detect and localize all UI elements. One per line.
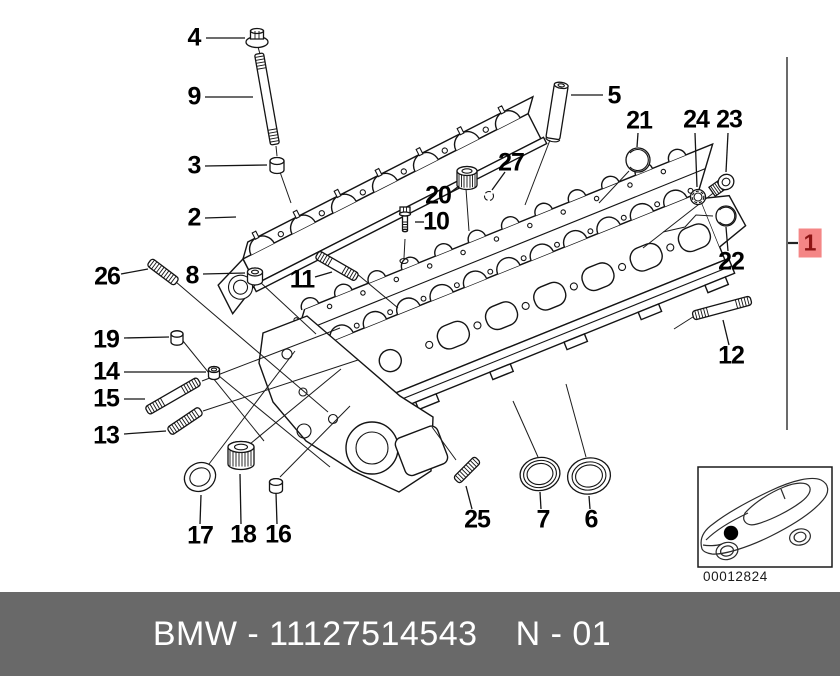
thumbnail-code: 00012824 xyxy=(703,569,768,584)
part-11-stud xyxy=(315,251,359,281)
part-19-nut xyxy=(170,330,184,346)
bolt-hole xyxy=(399,257,409,265)
callout-27[interactable]: 27 xyxy=(498,148,525,177)
callout-16[interactable]: 16 xyxy=(265,520,292,549)
part-18-knurled-plug xyxy=(227,440,255,471)
callout-4[interactable]: 4 xyxy=(187,23,202,52)
callout-3[interactable]: 3 xyxy=(187,151,202,180)
part-5-valve-guide xyxy=(545,81,569,143)
part-7-gasket-ring xyxy=(519,456,561,492)
callout-17[interactable]: 17 xyxy=(187,521,214,550)
car-icon xyxy=(700,477,829,561)
connector-lines xyxy=(175,46,722,478)
callout-2[interactable]: 2 xyxy=(187,203,202,232)
leader-lines xyxy=(120,37,730,525)
callout-23[interactable]: 23 xyxy=(716,105,743,134)
part-26-stud xyxy=(147,258,179,286)
part-12-stud xyxy=(691,295,753,321)
callout-22[interactable]: 22 xyxy=(718,247,745,276)
part-22-cup-plug xyxy=(715,205,737,227)
group-bracket xyxy=(786,57,798,430)
part-17-seal-ring xyxy=(183,461,217,493)
part-21-cup-plug xyxy=(625,147,651,173)
callout-24[interactable]: 24 xyxy=(683,105,710,134)
callout-6[interactable]: 6 xyxy=(584,505,599,534)
callout-20[interactable]: 20 xyxy=(425,181,452,210)
part-25-stud xyxy=(453,456,481,484)
callout-7[interactable]: 7 xyxy=(536,505,551,534)
callout-5[interactable]: 5 xyxy=(607,81,622,110)
part-9-stud xyxy=(254,52,280,146)
callout-13[interactable]: 13 xyxy=(93,421,120,450)
part-8-nut xyxy=(246,267,264,286)
timing-cover-face xyxy=(258,315,449,493)
callout-21[interactable]: 21 xyxy=(626,106,653,135)
part-4-flange-nut xyxy=(245,27,269,49)
part-16-bushing xyxy=(268,477,284,495)
vehicle-thumbnail[interactable] xyxy=(697,466,833,568)
banner-sheet-number: N - 01 xyxy=(515,614,612,653)
part-3-nut xyxy=(269,156,285,175)
callout-9[interactable]: 9 xyxy=(187,82,202,111)
callout-10[interactable]: 10 xyxy=(423,207,450,236)
location-dot xyxy=(723,525,739,541)
part-15-stud xyxy=(145,377,201,415)
part-10-bolt xyxy=(398,206,412,233)
callout-8[interactable]: 8 xyxy=(185,261,200,290)
banner-part-number: BMW - 11127514543 xyxy=(152,614,478,653)
part-13-stud xyxy=(167,407,203,435)
callout-18[interactable]: 18 xyxy=(230,520,257,549)
callout-15[interactable]: 15 xyxy=(93,384,120,413)
part-14-bushing xyxy=(207,365,221,381)
callout-11[interactable]: 11 xyxy=(289,265,315,294)
part-27-clip xyxy=(483,190,495,202)
callout-14[interactable]: 14 xyxy=(93,357,120,386)
callout-19[interactable]: 19 xyxy=(93,325,120,354)
part-20-knurled-cap xyxy=(456,165,478,191)
part-23-screw-plug xyxy=(708,173,735,198)
callout-12[interactable]: 12 xyxy=(718,341,745,370)
part-6-gasket-ring xyxy=(566,457,612,495)
part-24-washer xyxy=(689,188,707,206)
callout-26[interactable]: 26 xyxy=(94,262,121,291)
part-number-banner: BMW - 11127514543 N - 01 xyxy=(0,592,840,676)
callout-1-highlighted[interactable]: 1 xyxy=(798,228,822,258)
callout-25[interactable]: 25 xyxy=(464,505,491,534)
